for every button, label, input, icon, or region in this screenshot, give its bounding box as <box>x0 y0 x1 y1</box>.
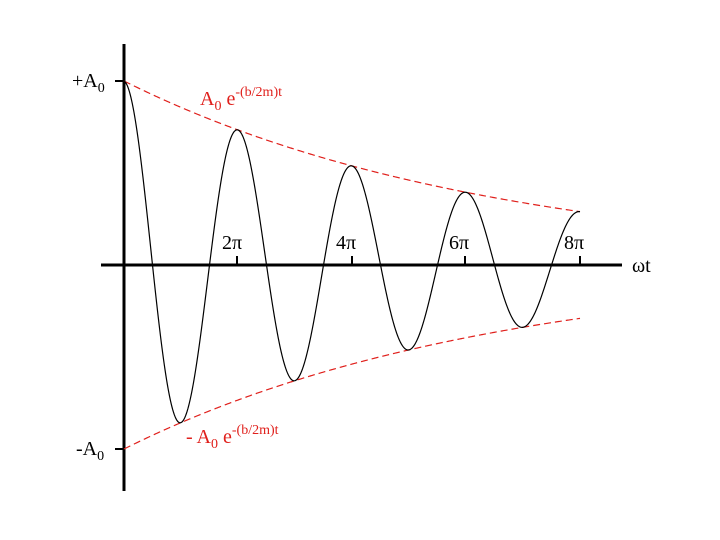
lower-envelope-curve <box>123 317 581 450</box>
y-label-bottom: -A0 <box>76 438 104 464</box>
y-label-top-sub: 0 <box>98 81 105 96</box>
upper-envelope-label: A0 e-(b/2m)t <box>200 85 282 114</box>
y-label-top-prefix: +A <box>72 70 98 92</box>
y-label-bottom-prefix: -A <box>76 438 98 460</box>
y-label-top: +A0 <box>72 70 105 96</box>
x-tick-label-2pi: 2π <box>222 232 242 254</box>
y-label-bottom-sub: 0 <box>97 449 104 464</box>
damped-oscillation-curve <box>123 80 581 424</box>
lower-envelope-label: - A0 e-(b/2m)t <box>186 423 279 452</box>
x-axis-label: ωt <box>632 255 651 277</box>
x-tick-label-8pi: 8π <box>564 232 584 254</box>
upper-envelope-curve <box>123 80 581 213</box>
x-tick-label-4pi: 4π <box>336 232 356 254</box>
x-tick-label-6pi: 6π <box>449 232 469 254</box>
